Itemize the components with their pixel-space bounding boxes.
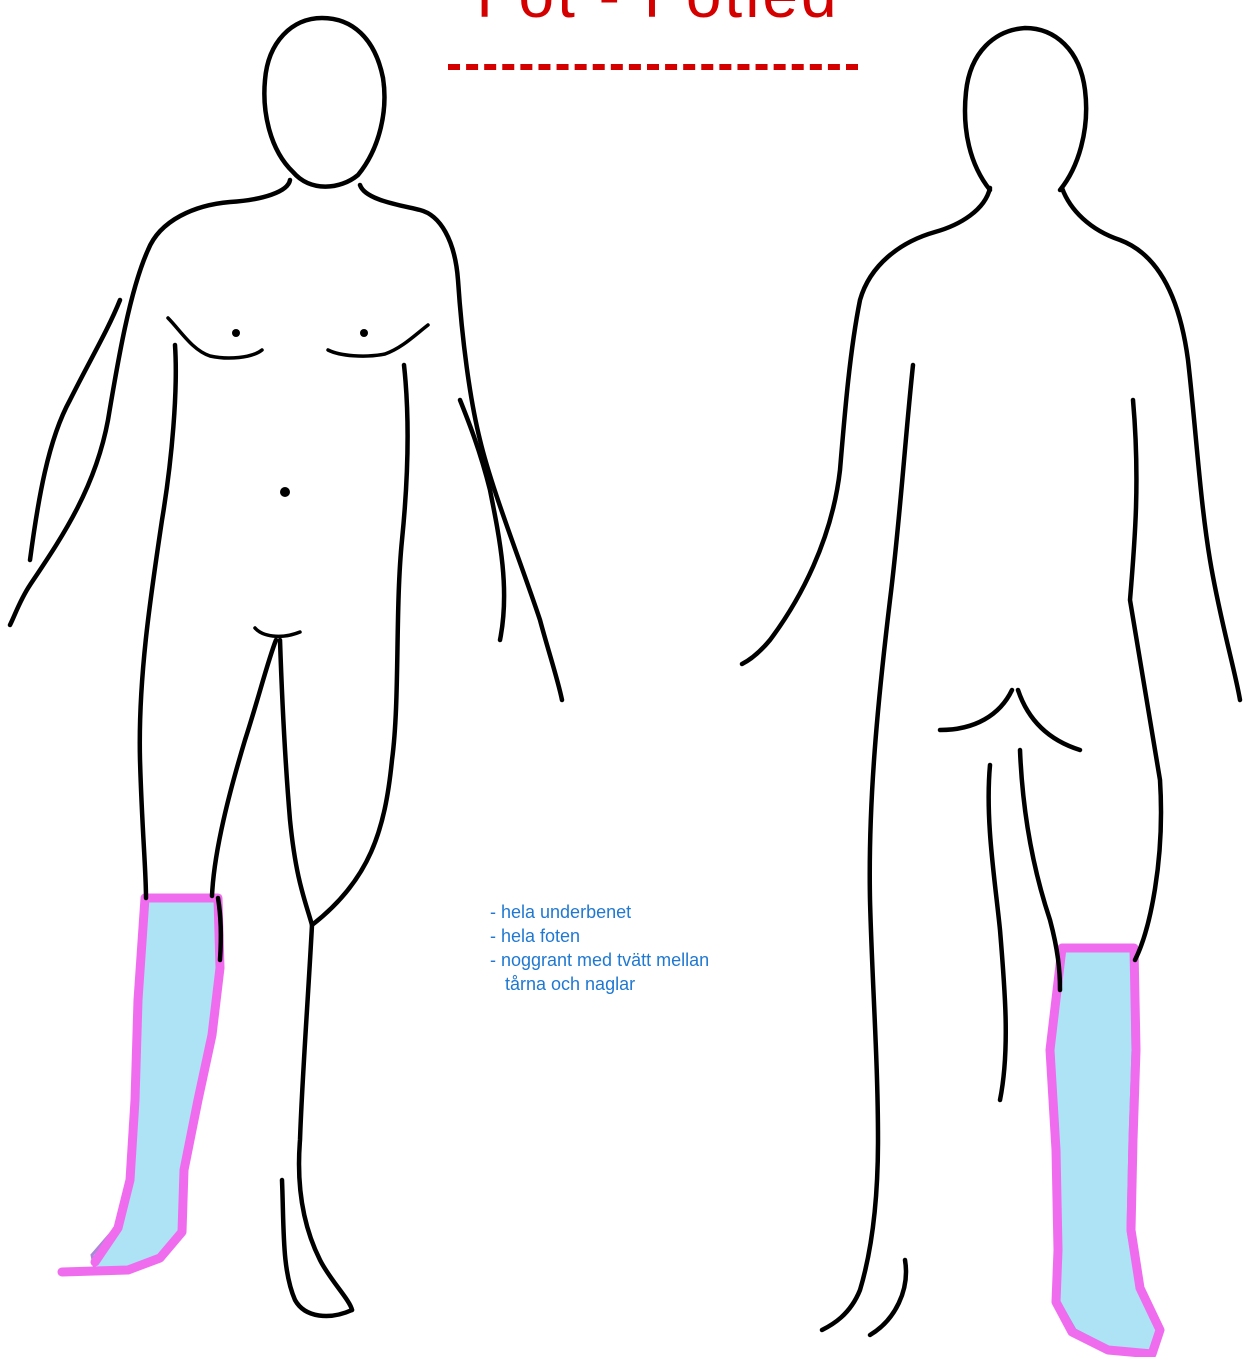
instruction-item: - noggrant med tvätt mellan: [490, 948, 709, 972]
instruction-item: - hela underbenet: [490, 900, 709, 924]
page-title: Fot - Fotled: [448, 0, 868, 32]
front-body-details: [168, 318, 428, 636]
back-lower-leg-highlight: [1050, 948, 1160, 1354]
instruction-item: - hela foten: [490, 924, 709, 948]
instructions-list: - hela underbenet - hela foten - noggran…: [490, 900, 709, 996]
front-body-outline: [10, 18, 562, 1316]
title-underline: [448, 64, 858, 70]
back-body-outline: [742, 28, 1240, 1335]
front-lower-leg-highlight: [62, 898, 220, 1272]
instruction-item-continued: tårna och naglar: [490, 972, 709, 996]
